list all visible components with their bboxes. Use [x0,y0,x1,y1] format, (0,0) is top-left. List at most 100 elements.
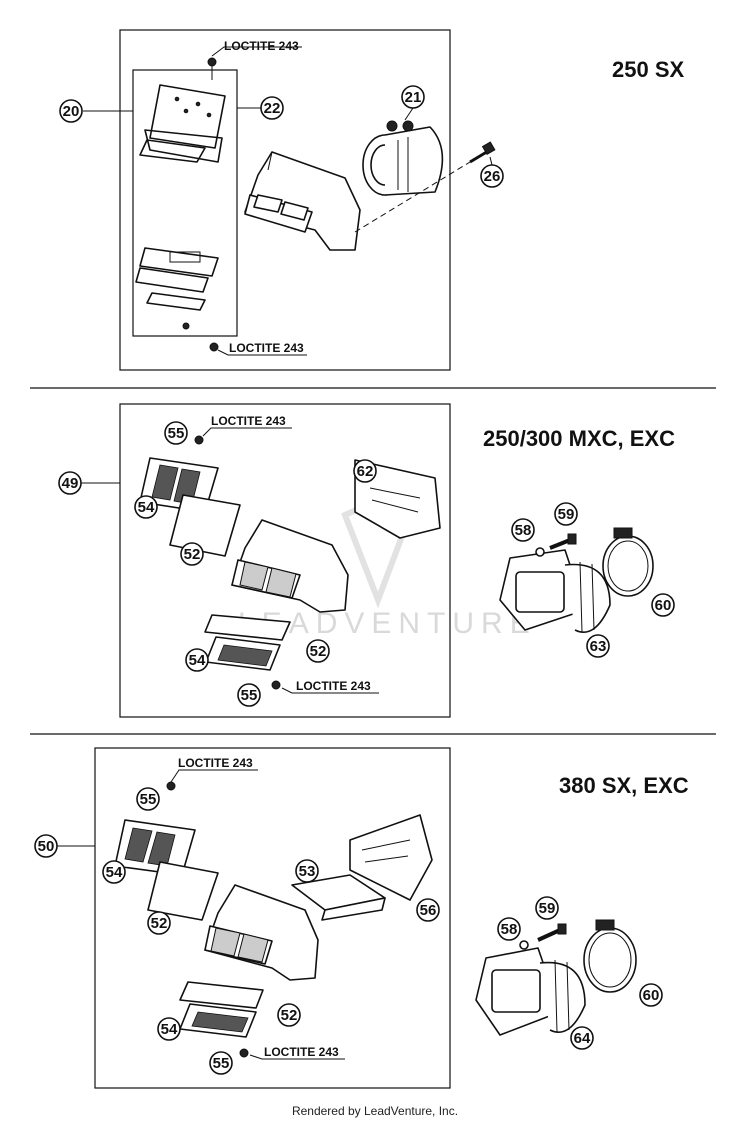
bolt [549,533,577,550]
section-title: 380 SX, EXC [559,773,689,798]
section-frame [94,747,451,1089]
loctite-label: LOCTITE 243 [209,341,307,356]
callout-53: 53 [295,859,319,883]
callout-62: 62 [353,459,377,483]
svg-text:58: 58 [501,921,518,938]
svg-text:53: 53 [299,863,316,880]
reed-block [204,884,319,981]
hose-clamp [602,527,654,597]
callout-63: 63 [586,634,610,658]
callout-55: 55 [237,683,261,707]
callout-58: 58 [511,518,535,542]
callout-26: 26 [480,156,504,188]
callout-55: 55 [164,421,188,445]
svg-text:LOCTITE 243: LOCTITE 243 [211,414,286,428]
reed-screw [182,57,217,330]
svg-text:49: 49 [62,475,79,492]
svg-text:22: 22 [264,100,281,117]
callout-52: 52 [277,1003,301,1027]
svg-text:59: 59 [539,900,556,917]
callout-60: 60 [639,983,663,1007]
callout-59: 59 [535,896,559,920]
footer-credit: Rendered by LeadVenture, Inc. [292,1104,458,1118]
callout-22: 22 [237,96,284,120]
callout-55: 55 [136,787,160,811]
callout-50: 50 [34,834,95,858]
reed-cover [349,814,433,901]
callout-60: 60 [651,593,675,617]
bolt [537,923,567,942]
section-title: 250/300 MXC, EXC [483,426,675,451]
svg-text:54: 54 [138,499,155,516]
svg-text:55: 55 [140,791,157,808]
callout-54: 54 [102,860,126,884]
svg-text:63: 63 [590,638,607,655]
callout-52: 52 [306,639,330,663]
reed-stop-plate [291,874,386,921]
loctite-label: LOCTITE 243 [239,1045,345,1060]
intake-boot [362,120,444,196]
svg-text:59: 59 [558,506,575,523]
callout-64: 64 [570,1026,594,1050]
callout-56: 56 [416,898,440,922]
reed-plate [147,861,219,921]
reed-plate-lower [135,247,219,311]
svg-text:20: 20 [63,103,80,120]
svg-text:26: 26 [484,168,501,185]
loctite-label: LOCTITE 243 [211,39,302,57]
svg-text:LOCTITE 243: LOCTITE 243 [229,341,304,355]
svg-text:55: 55 [241,687,258,704]
svg-text:LOCTITE 243: LOCTITE 243 [296,679,371,693]
reed-plate-lower [204,614,291,671]
svg-text:52: 52 [151,915,168,932]
bolt [354,141,496,233]
svg-text:58: 58 [515,522,532,539]
callout-49: 49 [58,471,120,495]
reed-kit-frame [132,69,238,337]
svg-text:64: 64 [574,1030,591,1047]
svg-text:54: 54 [161,1021,178,1038]
svg-text:52: 52 [310,643,327,660]
svg-text:60: 60 [655,597,672,614]
section-title: 250 SX [612,57,684,82]
callout-54: 54 [134,495,158,519]
reed-block [244,151,361,251]
svg-text:21: 21 [405,89,422,106]
callout-21: 21 [401,85,425,121]
reed-plate-lower [179,981,264,1038]
svg-text:LOCTITE 243: LOCTITE 243 [178,756,253,770]
callout-52: 52 [180,542,204,566]
reed-plate-upper [139,84,226,163]
flange-assembly [499,547,611,633]
svg-text:52: 52 [184,546,201,563]
callout-54: 54 [185,648,209,672]
callout-59: 59 [554,502,578,526]
svg-text:54: 54 [189,652,206,669]
svg-text:55: 55 [168,425,185,442]
svg-text:56: 56 [420,902,437,919]
callout-20: 20 [59,99,133,123]
section-frame [119,403,451,718]
section-380-sx-exc: 380 SX, EXC [34,747,689,1089]
svg-text:52: 52 [281,1007,298,1024]
callout-58: 58 [497,917,521,941]
loctite-label: LOCTITE 243 [194,414,292,445]
callout-52: 52 [147,911,171,935]
section-250-300-mxc-exc: 250/300 MXC, EXC [58,403,675,718]
reed-plate [169,494,241,557]
reed-stop-plate [354,459,441,539]
callout-54: 54 [157,1017,181,1041]
svg-text:55: 55 [213,1055,230,1072]
svg-text:LOCTITE 243: LOCTITE 243 [264,1045,339,1059]
svg-text:LOCTITE 243: LOCTITE 243 [224,39,299,53]
svg-text:54: 54 [106,864,123,881]
svg-text:60: 60 [643,987,660,1004]
reed-block [231,519,349,613]
callout-55: 55 [209,1051,233,1075]
svg-text:50: 50 [38,838,55,855]
hose-clamp [583,919,637,993]
loctite-label: LOCTITE 243 [271,679,379,694]
section-frame [119,29,451,371]
flange-assembly [475,940,586,1036]
